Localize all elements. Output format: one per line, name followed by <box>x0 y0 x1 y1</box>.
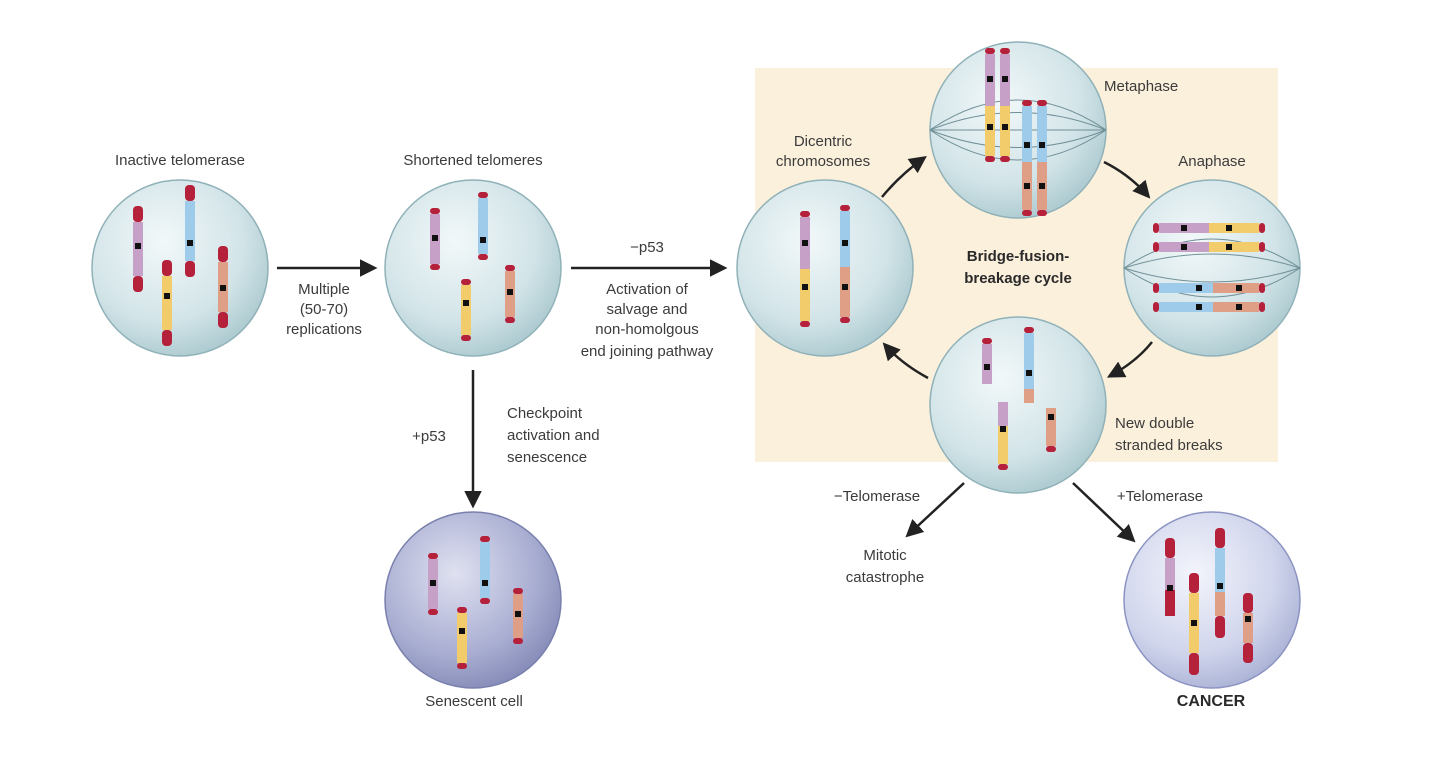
chromosome <box>457 607 467 669</box>
spindle-fibers <box>1123 238 1301 298</box>
label-multiple-replications: Multiple (50-70) replications <box>286 281 362 338</box>
cell-metaphase <box>929 41 1107 219</box>
chromosome <box>505 265 515 323</box>
svg-text:senescence: senescence <box>507 449 587 466</box>
cell-shortened-telomeres <box>384 179 562 357</box>
cell-senescent <box>384 511 562 689</box>
svg-text:New double: New double <box>1115 415 1194 432</box>
chromosome <box>1153 223 1265 233</box>
cell-inactive-telomerase <box>91 179 269 357</box>
svg-text:activation and: activation and <box>507 427 600 444</box>
svg-text:non-homolgous: non-homolgous <box>595 321 698 338</box>
cell-cancer <box>1123 511 1301 689</box>
svg-text:Mitotic: Mitotic <box>863 547 907 564</box>
label-shortened-telomeres: Shortened telomeres <box>403 152 542 169</box>
cell-anaphase <box>1123 179 1301 357</box>
chromosome <box>1037 100 1047 216</box>
cell-dicentric <box>736 179 914 357</box>
chromosome <box>1153 283 1265 293</box>
arrow-to-metaphase <box>881 155 927 198</box>
chromosome <box>513 588 523 644</box>
chromosome <box>1153 302 1265 312</box>
chromosome <box>218 246 228 328</box>
arrow-to-anaphase <box>1103 160 1151 199</box>
label-mitotic-catastrophe: Mitotic catastrophe <box>846 547 924 586</box>
chromosome <box>461 279 471 341</box>
cell-new-breaks <box>929 316 1107 494</box>
chromosome <box>162 260 172 346</box>
chromosome <box>133 206 143 292</box>
chromosome <box>430 208 440 270</box>
chromosome <box>478 192 488 260</box>
svg-text:Checkpoint: Checkpoint <box>507 405 583 422</box>
svg-text:stranded breaks: stranded breaks <box>1115 437 1223 454</box>
svg-text:Bridge-fusion-: Bridge-fusion- <box>967 248 1070 265</box>
chromosome <box>1165 538 1175 616</box>
chromosome <box>428 553 438 615</box>
label-plus-telomerase: +Telomerase <box>1117 488 1203 505</box>
svg-text:breakage cycle: breakage cycle <box>964 270 1072 287</box>
svg-text:(50-70): (50-70) <box>300 301 348 318</box>
label-cancer: CANCER <box>1177 693 1246 710</box>
label-plus-p53: +p53 <box>412 428 446 445</box>
label-activation-pathway: Activation of salvage and non-homolgous … <box>581 281 714 360</box>
arrow-to-cancer <box>1072 482 1136 543</box>
svg-text:salvage and: salvage and <box>607 301 688 318</box>
arrows <box>277 155 1153 543</box>
chromosome <box>985 48 995 162</box>
label-minus-telomerase: −Telomerase <box>834 488 920 505</box>
arrow-to-new-breaks <box>1106 341 1153 378</box>
svg-text:Multiple: Multiple <box>298 281 350 298</box>
chromosome <box>480 536 490 604</box>
chromosome <box>982 338 992 384</box>
chromosome <box>1189 573 1199 675</box>
label-bridge-cycle: Bridge-fusion- breakage cycle <box>964 248 1072 287</box>
label-inactive-telomerase: Inactive telomerase <box>115 152 245 169</box>
label-dicentric: Dicentric chromosomes <box>776 133 870 170</box>
chromosome <box>1000 48 1010 162</box>
arrow-to-dicentric-cycle <box>882 342 929 380</box>
label-senescent-cell: Senescent cell <box>425 693 523 710</box>
spindle-fibers <box>929 99 1107 161</box>
chromosome <box>840 205 850 323</box>
label-new-breaks: New double stranded breaks <box>1115 415 1223 454</box>
svg-text:chromosomes: chromosomes <box>776 153 870 170</box>
label-checkpoint: Checkpoint activation and senescence <box>507 405 600 466</box>
svg-text:replications: replications <box>286 321 362 338</box>
arrow-to-mitotic-catastrophe <box>905 482 965 538</box>
label-minus-p53: −p53 <box>630 239 664 256</box>
chromosome <box>1024 327 1034 403</box>
chromosome <box>1243 593 1253 663</box>
chromosome <box>185 185 195 277</box>
label-anaphase: Anaphase <box>1178 153 1246 170</box>
chromosome <box>1215 528 1225 638</box>
svg-text:catastrophe: catastrophe <box>846 569 924 586</box>
chromosome <box>998 402 1008 470</box>
svg-text:Dicentric: Dicentric <box>794 133 853 150</box>
chromosome <box>1153 242 1265 252</box>
chromosome <box>800 211 810 327</box>
chromosome <box>1022 100 1032 216</box>
svg-text:Activation of: Activation of <box>606 281 689 298</box>
svg-text:end joining pathway: end joining pathway <box>581 343 714 360</box>
label-metaphase: Metaphase <box>1104 78 1178 95</box>
chromosome <box>1046 408 1056 452</box>
